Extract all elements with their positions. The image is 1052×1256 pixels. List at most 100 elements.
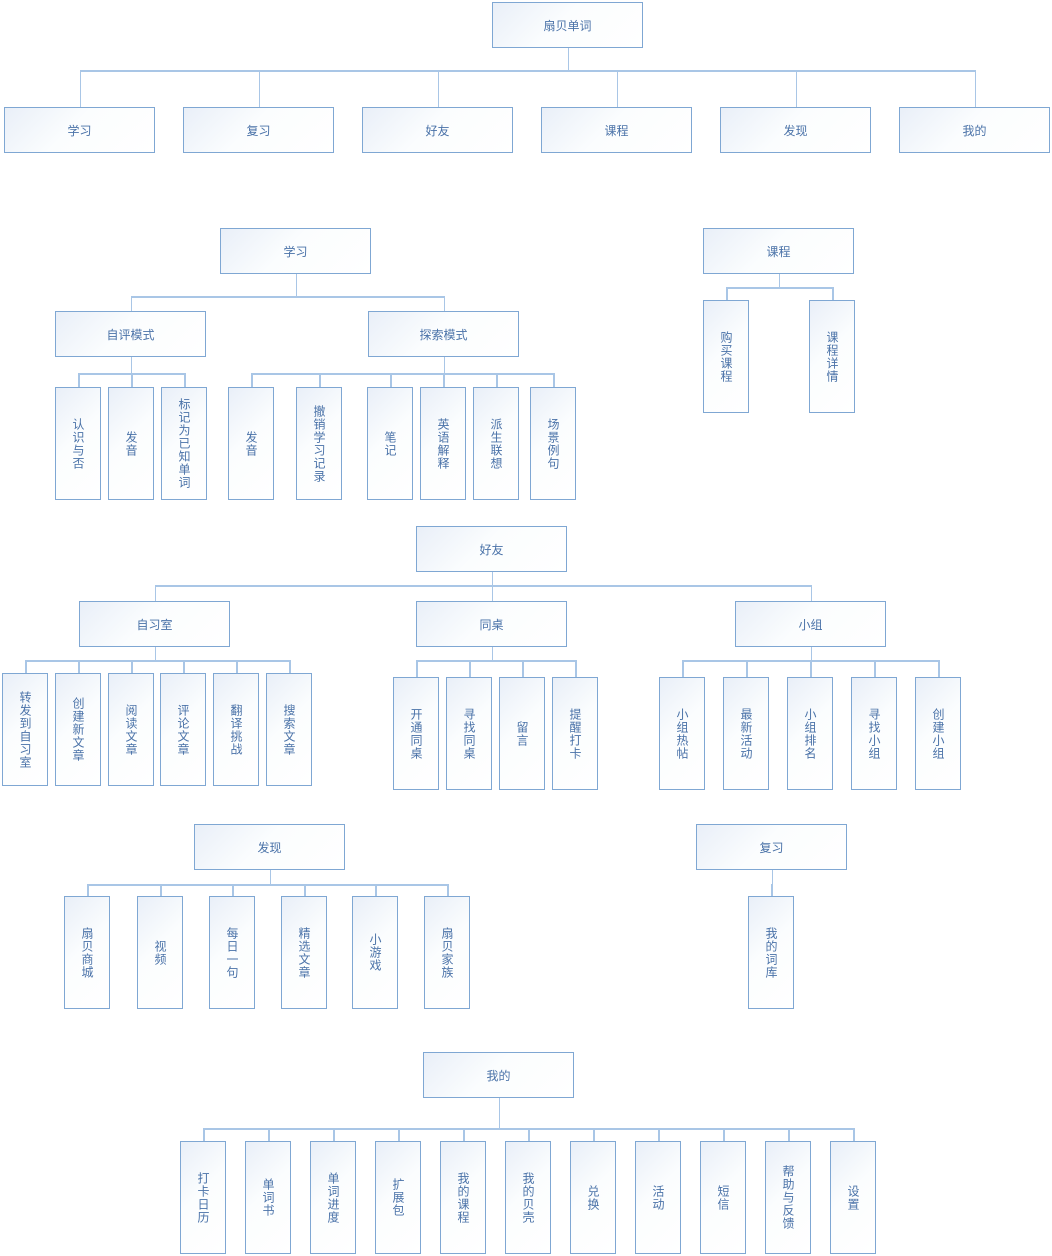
connector-line	[131, 660, 133, 673]
leaf-node: 寻找小组	[851, 677, 897, 790]
level1-node: 课程	[541, 107, 692, 153]
connector-line	[593, 1128, 595, 1141]
leaf-node: 我的课程	[440, 1141, 486, 1254]
connector-line	[522, 660, 524, 677]
connector-line	[575, 660, 577, 677]
connector-line	[130, 357, 132, 373]
leaf-node: 扇贝家族	[424, 896, 470, 1009]
leaf-node: 留言	[499, 677, 545, 790]
connector-line	[295, 274, 297, 296]
connector-line	[491, 647, 493, 660]
connector-line	[78, 373, 80, 387]
connector-line	[616, 70, 618, 107]
connector-line	[810, 647, 812, 660]
connector-line	[390, 373, 392, 387]
connector-line	[87, 884, 449, 886]
level1-node: 我的	[899, 107, 1050, 153]
leaf-node: 小游戏	[352, 896, 398, 1009]
leaf-node: 开通同桌	[393, 677, 439, 790]
friends-node: 好友	[416, 526, 567, 572]
connector-line	[375, 884, 377, 896]
connector-line	[79, 70, 81, 107]
connector-line	[723, 1128, 725, 1141]
leaf-node: 搜索文章	[266, 673, 312, 786]
level1-node: 复习	[183, 107, 334, 153]
leaf-node: 单词进度	[310, 1141, 356, 1254]
connector-line	[184, 373, 186, 387]
leaf-node: 转发到自习室	[2, 673, 48, 786]
leaf-node: 创建小组	[915, 677, 961, 790]
connector-line	[553, 373, 555, 387]
connector-line	[810, 660, 812, 677]
connector-line	[78, 660, 80, 673]
leaf-node: 每日一句	[209, 896, 255, 1009]
connector-line	[832, 287, 834, 300]
leaf-node: 帮助与反馈	[765, 1141, 811, 1254]
connector-line	[810, 585, 812, 601]
connector-line	[746, 660, 748, 677]
connector-line	[268, 1128, 270, 1141]
leaf-node: 课程详情	[809, 300, 855, 413]
leaf-node: 购买课程	[703, 300, 749, 413]
leaf-node: 精选文章	[281, 896, 327, 1009]
leaf-node: 评论文章	[160, 673, 206, 786]
leaf-node: 扇贝商城	[64, 896, 110, 1009]
connector-line	[726, 287, 728, 300]
connector-line	[726, 287, 834, 289]
connector-line	[788, 1128, 790, 1141]
leaf-node: 短信	[700, 1141, 746, 1254]
connector-line	[528, 1128, 530, 1141]
explore-node: 探索模式	[368, 311, 519, 357]
connector-line	[853, 1128, 855, 1141]
leaf-node: 我的贝壳	[505, 1141, 551, 1254]
discover-node: 发现	[194, 824, 345, 870]
review-node: 复习	[696, 824, 847, 870]
connector-line	[658, 1128, 660, 1141]
connector-line	[203, 1128, 205, 1141]
leaf-node: 活动	[635, 1141, 681, 1254]
level1-node: 好友	[362, 107, 513, 153]
self-eval-node: 自评模式	[55, 311, 206, 357]
leaf-node: 翻译挑战	[213, 673, 259, 786]
leaf-node: 发音	[228, 387, 274, 500]
leaf-node: 扩展包	[375, 1141, 421, 1254]
connector-line	[682, 660, 684, 677]
connector-line	[416, 660, 577, 662]
mine-node: 我的	[423, 1052, 574, 1098]
leaf-node: 小组排名	[787, 677, 833, 790]
connector-line	[154, 585, 812, 587]
leaf-node: 笔记	[367, 387, 413, 500]
connector-line	[269, 870, 271, 884]
leaf-node: 单词书	[245, 1141, 291, 1254]
connector-line	[874, 660, 876, 677]
connector-line	[437, 70, 439, 107]
group-node: 小组	[735, 601, 886, 647]
connector-line	[398, 1128, 400, 1141]
connector-line	[771, 870, 773, 884]
connector-line	[567, 48, 569, 70]
leaf-node: 我的词库	[748, 896, 794, 1009]
leaf-node: 标记为已知单词	[161, 387, 207, 500]
connector-line	[319, 373, 321, 387]
leaf-node: 设置	[830, 1141, 876, 1254]
connector-line	[443, 296, 445, 311]
connector-line	[130, 296, 445, 298]
connector-line	[304, 884, 306, 896]
connector-line	[938, 660, 940, 677]
connector-line	[289, 660, 291, 673]
level1-node: 学习	[4, 107, 155, 153]
leaf-node: 创建新文章	[55, 673, 101, 786]
connector-line	[496, 373, 498, 387]
connector-line	[251, 373, 555, 375]
connector-line	[491, 585, 493, 601]
connector-line	[443, 373, 445, 387]
connector-line	[469, 660, 471, 677]
leaf-node: 寻找同桌	[446, 677, 492, 790]
connector-line	[154, 585, 156, 601]
deskmate-node: 同桌	[416, 601, 567, 647]
connector-line	[183, 660, 185, 673]
leaf-node: 阅读文章	[108, 673, 154, 786]
leaf-node: 提醒打卡	[552, 677, 598, 790]
leaf-node: 派生联想	[473, 387, 519, 500]
connector-line	[25, 660, 291, 662]
